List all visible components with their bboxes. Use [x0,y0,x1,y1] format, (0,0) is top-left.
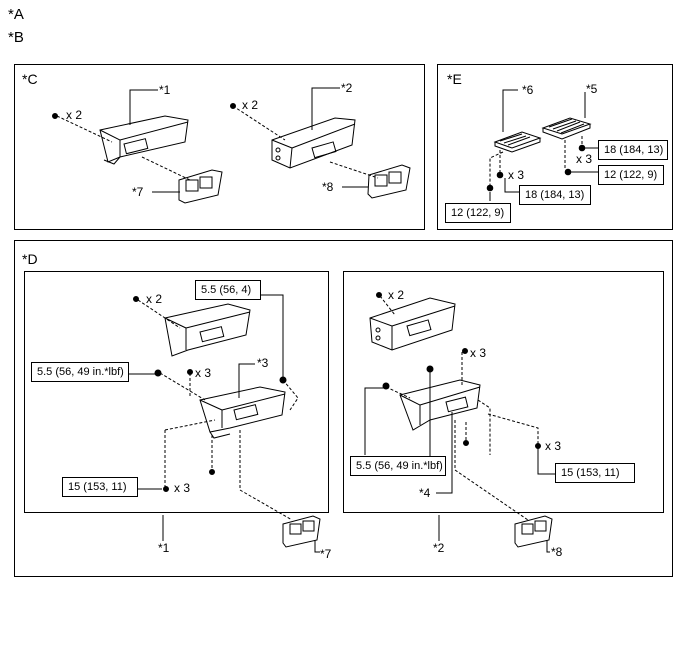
part-label-1: *1 [159,83,171,97]
bolt-icon-d-left-2 [209,469,215,475]
panel-c [14,64,425,230]
bezel-8-c [367,164,411,199]
bezel-7-c [178,169,223,204]
nut-icon-d-left [154,369,162,377]
torque-d-right-bottom: 15 (153, 11) [555,463,635,483]
part-label-2-d: *2 [433,541,445,555]
torque-e-t1: 18 (184, 13) [598,140,668,160]
torque-d-left-top: 5.5 (56, 4) [195,280,261,300]
part-label-4: *4 [419,486,431,500]
plate-6-e [493,131,542,153]
torque-e-t3: 18 (184, 13) [519,185,591,205]
panel-e-title: *E [447,71,462,87]
part-label-7: *7 [132,185,144,199]
bracket-2-c [271,117,356,169]
dashed-leaders-c [56,105,379,181]
torque-d-left-mid: 5.5 (56, 49 in.*lbf) [31,362,129,382]
panel-d-title: *D [22,251,38,267]
part-label-2: *2 [341,81,353,95]
qty-label-c-right: x 2 [242,98,259,112]
part-label-5: *5 [586,82,598,96]
qty-label-d-left-bottom: x 3 [174,481,191,495]
part-label-3: *3 [257,356,269,370]
leader-lines-d-right [364,372,555,553]
nut-icon-d-left-2 [279,376,287,384]
bolt-icon-d-right-1 [376,292,382,298]
dashed-leaders-d-right [379,295,539,521]
qty-label-d-left-top: x 2 [146,292,163,306]
panel-e [437,64,673,230]
panel-d-right [343,271,664,513]
qty-label-e-left: x 3 [508,168,525,182]
bolt-icon-d-right-3 [535,443,541,449]
bolt-icon-c-left [52,113,58,119]
part-label-8-d: *8 [551,545,563,559]
part-label-1-d: *1 [158,541,170,555]
torque-d-left-bottom: 15 (153, 11) [62,477,138,497]
bracket-1-d [164,303,251,357]
bolt-icon-e-2 [486,184,494,192]
bracket-2-d [369,297,456,351]
bolt-icon-d-left-3 [163,486,169,492]
dashed-leaders-d-left [137,299,299,521]
torque-d-right-mid: 5.5 (56, 49 in.*lbf) [350,456,446,476]
leader-lines-c [129,87,368,193]
screw-icon-d-left-1 [187,369,193,375]
nut-icon-d-right-1 [382,382,390,390]
bolt-icon-e-3 [578,144,586,152]
bolt-icon-d-right-2 [463,440,469,446]
bracket-1-c [99,115,189,165]
bezel-7-d [282,515,321,548]
header-a: *A [8,6,24,23]
qty-label-d-right-lower: x 3 [545,439,562,453]
header-b: *B [8,29,24,46]
dashed-leaders-e [489,136,583,186]
nut-icon-d-right-2 [426,365,434,373]
bolt-icon-e-4 [564,168,572,176]
qty-label-d-left-mid: x 3 [195,366,212,380]
bolt-icon-e-1 [496,171,504,179]
reinforcement-4-d [399,379,481,431]
reinforcement-3-d [199,386,286,439]
qty-label-d-right-top: x 2 [388,288,405,302]
qty-label-c-left: x 2 [66,108,83,122]
part-label-8: *8 [322,180,334,194]
bolt-icon-d-left-1 [133,296,139,302]
panel-d [14,240,673,577]
torque-e-t4: 12 (122, 9) [445,203,511,223]
torque-e-t2: 12 (122, 9) [598,165,664,185]
screw-icon-d-right [462,348,468,354]
part-label-7-d: *7 [320,547,332,561]
plate-5-e [541,117,592,140]
panel-c-title: *C [22,71,38,87]
bezel-8-d [514,515,553,548]
qty-label-d-right-mid: x 3 [470,346,487,360]
part-label-6: *6 [522,83,534,97]
leader-lines-d-left [128,294,320,553]
qty-label-e-right: x 3 [576,152,593,166]
bolt-icon-c-right [230,103,236,109]
panel-d-left [24,271,329,513]
